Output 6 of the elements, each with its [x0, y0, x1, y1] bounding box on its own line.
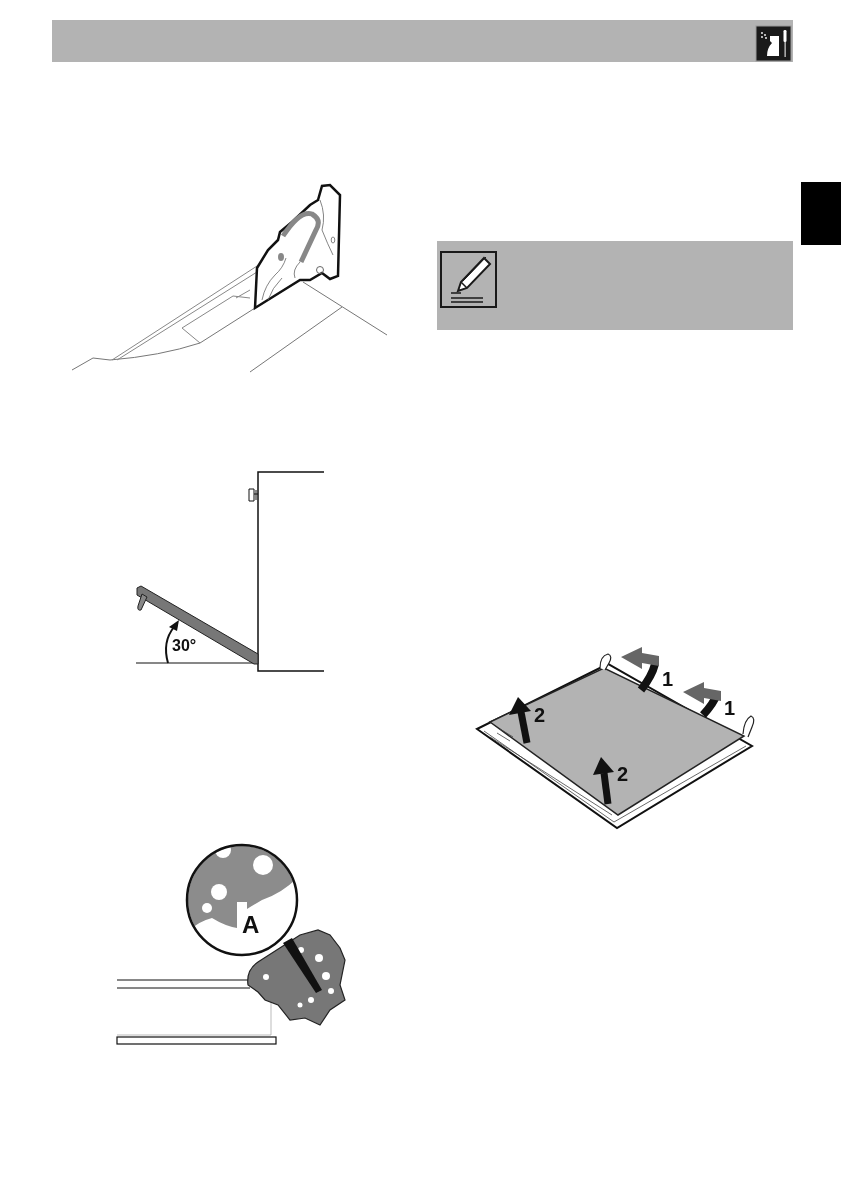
- step-number: 1: [724, 698, 736, 718]
- callout-letter: A: [242, 913, 260, 937]
- angle-label: 30°: [172, 638, 197, 654]
- step-number: 2: [534, 705, 546, 725]
- step-number: 1: [662, 669, 674, 689]
- step-number: 2: [617, 764, 629, 784]
